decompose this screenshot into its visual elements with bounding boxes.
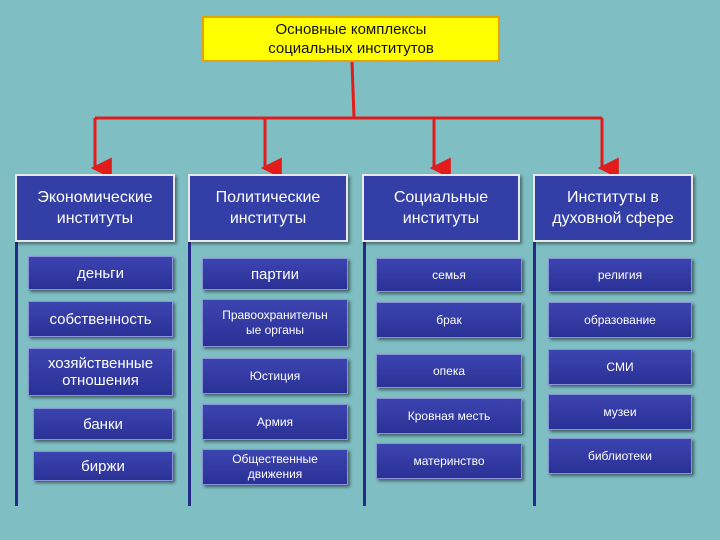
column-header-line-1: Политические — [215, 189, 321, 206]
leaf-label: Кровная месть — [407, 408, 491, 423]
leaf-label: СМИ — [606, 359, 634, 374]
leaf-label: Армия — [256, 414, 294, 429]
root-box: Основные комплексы социальных институтов — [202, 16, 500, 62]
leaf-label: религия — [597, 267, 643, 282]
leaf-label: библиотеки — [587, 448, 652, 463]
leaf-item: СМИ — [548, 349, 692, 385]
leaf-item: брак — [376, 302, 522, 338]
column-header-economic: Экономические институты — [15, 174, 175, 242]
leaf-item: хозяйственные отношения — [28, 348, 173, 396]
leaf-label: опека — [432, 363, 466, 378]
column-header-line-2: духовной сфере — [552, 210, 674, 227]
leaf-item: Правоохранительн ые органы — [202, 299, 348, 347]
leaf-label: деньги — [76, 264, 125, 282]
column-header-line-2: институты — [229, 210, 307, 227]
root-stem-line — [350, 61, 356, 119]
column-header-spiritual: Институты в духовной сфере — [533, 174, 693, 242]
leaf-label: банки — [83, 415, 123, 433]
leaf-label: Юстиция — [249, 368, 301, 383]
leaf-item: биржи — [33, 451, 173, 481]
leaf-label: семья — [432, 267, 466, 282]
leaf-item: деньги — [28, 256, 173, 290]
leaf-item: Юстиция — [202, 358, 348, 394]
leaf-item: музеи — [548, 394, 692, 430]
column-bar-2 — [188, 240, 191, 506]
leaf-item: опека — [376, 354, 522, 388]
column-header-line-1: Институты в — [567, 189, 659, 206]
leaf-item: партии — [202, 258, 348, 290]
leaf-label: биржи — [81, 457, 125, 475]
leaf-label: материнство — [413, 453, 485, 468]
leaf-item: образование — [548, 302, 692, 338]
leaf-label: брак — [436, 312, 462, 327]
column-header-line-1: Социальные — [393, 189, 489, 206]
leaf-item: банки — [33, 408, 173, 440]
column-header-line-1: Экономические — [37, 189, 153, 206]
leaf-label-line-2: ые органы — [245, 323, 305, 337]
leaf-label-line-1: хозяйственные — [47, 355, 154, 372]
leaf-item: Кровная месть — [376, 398, 522, 434]
column-header-line-2: институты — [56, 210, 134, 227]
column-bar-3 — [363, 240, 366, 506]
leaf-label: образование — [584, 312, 656, 327]
leaf-item: Общественные движения — [202, 449, 348, 485]
leaf-item: Армия — [202, 404, 348, 440]
leaf-label: собственность — [49, 310, 152, 328]
root-title-line-1: Основные комплексы — [275, 21, 427, 38]
column-header-social: Социальные институты — [362, 174, 520, 242]
leaf-label-line-1: Общественные — [232, 452, 318, 466]
leaf-item: библиотеки — [548, 438, 692, 474]
leaf-label-line-1: Правоохранительн — [222, 308, 328, 322]
leaf-item: религия — [548, 258, 692, 292]
column-bar-4 — [533, 240, 536, 506]
column-header-line-2: институты — [402, 210, 480, 227]
leaf-label-line-2: движения — [247, 467, 303, 481]
leaf-label: партии — [250, 265, 300, 283]
leaf-label: музеи — [603, 404, 637, 419]
root-title-line-2: социальных институтов — [268, 40, 434, 57]
leaf-label-line-2: отношения — [62, 372, 139, 389]
leaf-item: собственность — [28, 301, 173, 337]
column-bar-1 — [15, 240, 18, 506]
column-header-political: Политические институты — [188, 174, 348, 242]
leaf-item: материнство — [376, 443, 522, 479]
leaf-item: семья — [376, 258, 522, 292]
